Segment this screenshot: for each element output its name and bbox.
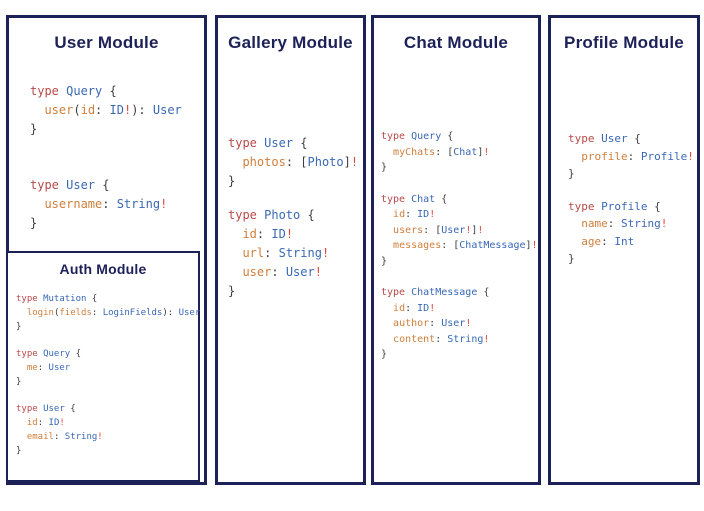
panel-user-module: User Module type Query { user(id: ID!): … bbox=[6, 15, 207, 485]
code-line: id: ID! bbox=[393, 302, 436, 314]
code-line: } bbox=[30, 122, 38, 136]
code-line: login(fields: LoginFields): User bbox=[26, 308, 201, 318]
code-line: } bbox=[30, 216, 38, 230]
code-block: type User { photos: [Photo]!} bbox=[228, 134, 358, 191]
code-line: type Profile { bbox=[568, 199, 661, 213]
code-line: photos: [Photo]! bbox=[242, 155, 359, 169]
code-line: } bbox=[568, 252, 575, 265]
code-line: id: ID! bbox=[242, 227, 294, 241]
profile-module-code: type User { profile: Profile!}type Profi… bbox=[568, 130, 694, 283]
code-block: type ChatMessage { id: ID! author: User!… bbox=[381, 285, 538, 363]
code-line: type Query { bbox=[381, 131, 454, 142]
code-line: myChats: [Chat]! bbox=[393, 146, 490, 158]
code-line: type Query { bbox=[30, 84, 117, 98]
user-module-code: type Query { user(id: ID!): User}type Us… bbox=[30, 82, 182, 270]
code-line: id: ID! bbox=[26, 418, 65, 428]
code-line: user: User! bbox=[242, 265, 322, 279]
code-line: users: [User!]! bbox=[393, 224, 484, 236]
profile-module-title: Profile Module bbox=[564, 33, 684, 52]
gallery-module-title: Gallery Module bbox=[228, 33, 353, 52]
code-block: type Chat { id: ID! users: [User!]! mess… bbox=[381, 192, 538, 270]
code-block: type User { username: String!} bbox=[30, 176, 182, 233]
code-line: author: User! bbox=[393, 318, 472, 329]
code-line: } bbox=[228, 284, 236, 298]
chat-module-title: Chat Module bbox=[403, 33, 509, 52]
code-line: type User { bbox=[30, 178, 110, 192]
code-line: } bbox=[381, 162, 388, 173]
code-line: type User { bbox=[568, 132, 641, 145]
auth-module-code: type Mutation { login(fields: LoginField… bbox=[16, 292, 200, 471]
code-line: type Mutation { bbox=[16, 294, 98, 304]
code-line: messages: [ChatMessage]! bbox=[393, 240, 538, 251]
code-line: name: String! bbox=[581, 217, 668, 230]
panel-auth-module: Auth Module type Mutation { login(fields… bbox=[6, 251, 200, 482]
code-block: type Query { me: User} bbox=[16, 347, 200, 389]
code-line: profile: Profile! bbox=[581, 149, 694, 163]
panel-gallery-module: Gallery Module type User { photos: [Phot… bbox=[215, 15, 366, 485]
code-block: type User { id: ID! email: String!} bbox=[16, 402, 200, 458]
code-line: type Chat { bbox=[381, 193, 448, 205]
code-line: } bbox=[568, 167, 575, 180]
code-block: type Photo { id: ID! url: String! user: … bbox=[228, 206, 358, 301]
code-line: id: ID! bbox=[393, 209, 436, 220]
code-line: } bbox=[228, 174, 236, 188]
code-line: me: User bbox=[26, 363, 71, 373]
code-line: url: String! bbox=[242, 246, 330, 260]
code-line: type Photo { bbox=[228, 208, 315, 222]
code-line: content: String! bbox=[393, 333, 490, 345]
code-block: type Profile { name: String! age: Int} bbox=[568, 198, 694, 268]
user-module-title: User Module bbox=[54, 33, 159, 52]
code-line: } bbox=[381, 255, 388, 267]
code-line: } bbox=[16, 446, 22, 456]
panel-profile-module: Profile Module type User { profile: Prof… bbox=[548, 15, 700, 485]
code-line: user(id: ID!): User bbox=[44, 103, 182, 117]
code-line: type ChatMessage { bbox=[381, 287, 490, 298]
code-line: type Query { bbox=[16, 349, 82, 359]
code-block: type User { profile: Profile!} bbox=[568, 130, 694, 183]
code-block: type Query { user(id: ID!): User} bbox=[30, 82, 182, 139]
code-block: type Mutation { login(fields: LoginField… bbox=[16, 292, 200, 334]
code-line: } bbox=[16, 377, 22, 387]
code-line: } bbox=[16, 322, 22, 332]
code-line: username: String! bbox=[44, 197, 168, 211]
code-block: type Query { myChats: [Chat]!} bbox=[381, 129, 538, 176]
gallery-module-code: type User { photos: [Photo]!}type Photo … bbox=[228, 134, 358, 316]
auth-module-title: Auth Module bbox=[59, 261, 147, 277]
code-line: age: Int bbox=[581, 234, 635, 248]
code-line: type User { bbox=[16, 404, 76, 414]
chat-module-code: type Query { myChats: [Chat]!}type Chat … bbox=[381, 129, 538, 379]
code-line: email: String! bbox=[26, 432, 103, 442]
panel-chat-module: Chat Module type Query { myChats: [Chat]… bbox=[371, 15, 541, 485]
code-line: type User { bbox=[228, 136, 308, 150]
code-line: } bbox=[381, 349, 388, 360]
